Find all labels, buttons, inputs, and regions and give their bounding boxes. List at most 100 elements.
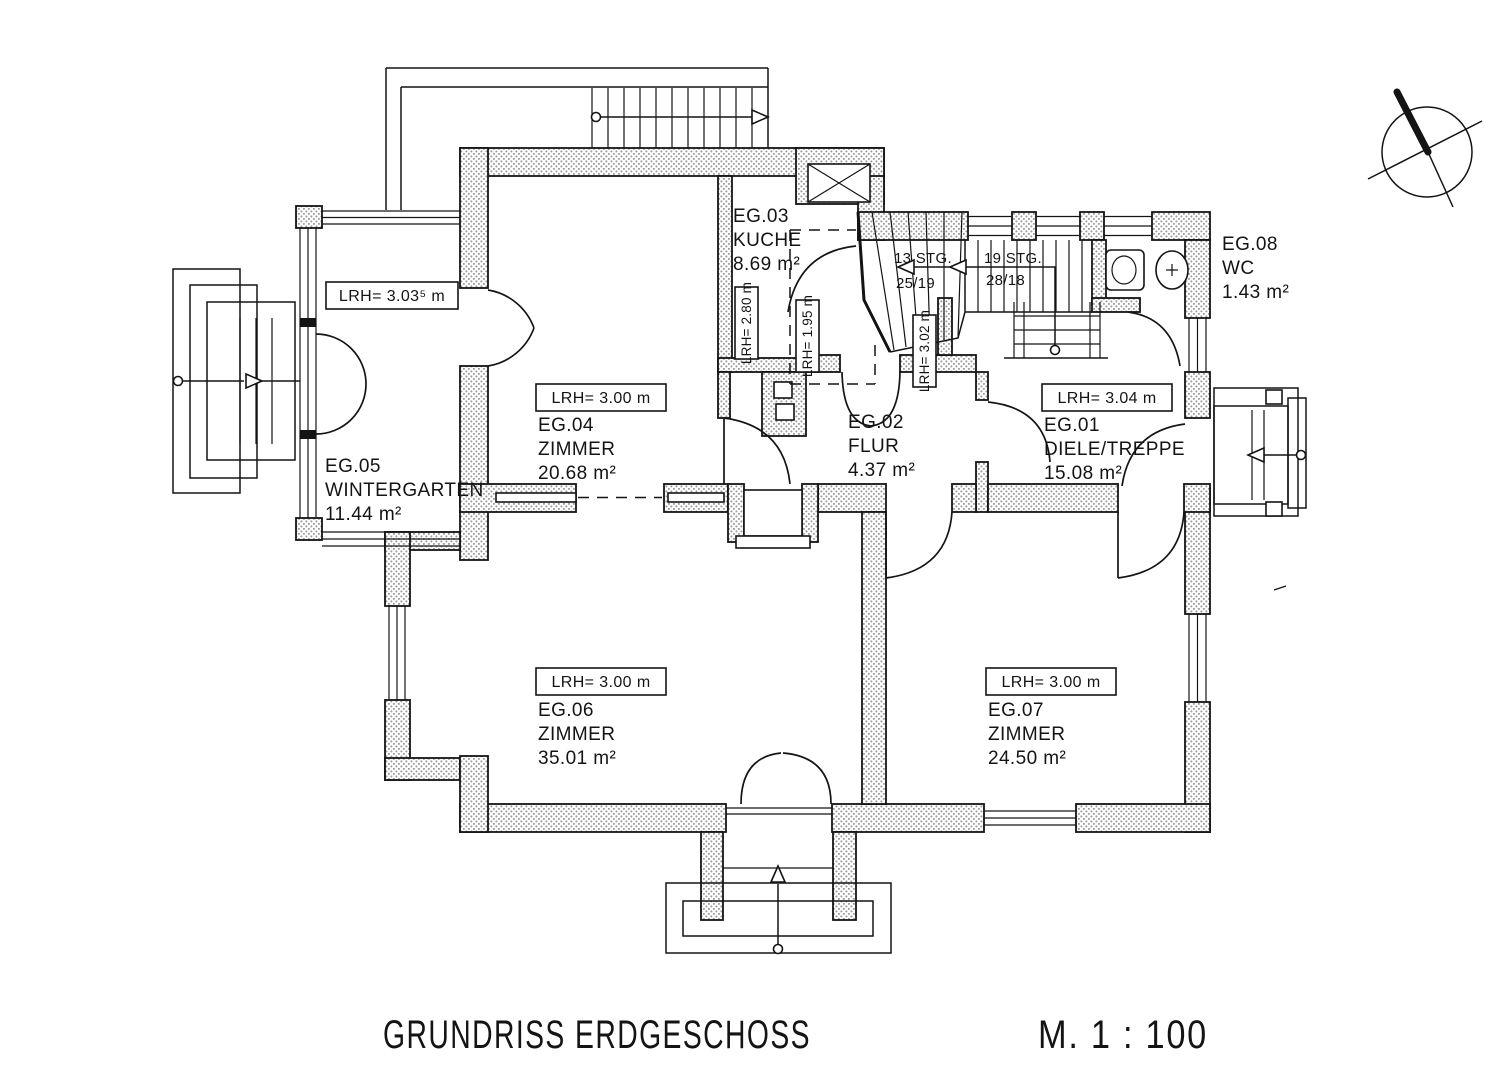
wintergarten-mullion-1 [300, 318, 316, 327]
room-code: EG.06 [538, 700, 594, 721]
stair-bottom-rails [1004, 302, 1108, 359]
duct-shaft-2 [775, 403, 795, 421]
wintergarten-corner-nw [295, 205, 323, 229]
wall-bottom-b [831, 803, 985, 833]
wintergarten-glass-north [322, 210, 460, 225]
door-wintergarten-leaf-2 [315, 383, 367, 435]
height-label-stair: LRH= 1.95 m [800, 295, 815, 377]
door-eg04-flur [723, 417, 791, 485]
dashed-openings [789, 229, 876, 385]
drawing-title: GRUNDRISS ERDGESCHOSS [383, 1013, 811, 1057]
wall-kitchen-left [717, 175, 733, 373]
wintergarten-corner-sw [295, 517, 323, 541]
room-code: EG.04 [538, 415, 594, 436]
door-flur-eg01 [987, 401, 1051, 463]
room-area: 1.43 m² [1222, 282, 1289, 303]
room-code: EG.03 [733, 206, 789, 227]
room-code: EG.05 [325, 456, 381, 477]
wall-mid-d [951, 483, 977, 513]
lrh-box [1041, 383, 1173, 412]
window-bottom-eg07 [984, 810, 1076, 826]
windows [388, 215, 1207, 826]
window-right-1 [1188, 318, 1207, 372]
room-code: EG.07 [988, 700, 1044, 721]
wall-niche [727, 483, 819, 549]
window-top-1 [968, 215, 1012, 237]
wall-bay-jut-bottom [384, 757, 461, 781]
drawing-scale: M. 1 : 100 [1038, 1013, 1208, 1057]
stair-labels: 13 STG. 25/19 19 STG. 28/18 [894, 250, 1042, 292]
room-area: 4.37 m² [848, 460, 915, 481]
wall-bay-left-a [384, 531, 411, 607]
room-lrh: LRH= 3.00 m [551, 390, 650, 407]
room-name: WC [1222, 258, 1254, 279]
doors [315, 245, 1186, 815]
wintergarten-glass-west [299, 228, 317, 518]
wall-top-right-d [1151, 211, 1211, 241]
wintergarten-glass-south [322, 531, 460, 547]
room-label-eg05: LRH= 3.03⁵ m EG.05 WINTERGARTEN 11.44 m² [325, 281, 484, 525]
room-lrh: LRH= 3.00 m [1001, 674, 1100, 691]
room-label-eg02: EG.02 FLUR 4.37 m² [848, 412, 915, 481]
exterior-walls [384, 147, 1211, 833]
lrh-box [535, 383, 667, 412]
wall-eg04-flur [717, 371, 731, 419]
room-area: 11.44 m² [325, 504, 402, 525]
stair13-steps: 13 STG. [894, 250, 952, 267]
outside-stair-direction-arrow [590, 108, 770, 126]
wall-flur-right-a [975, 371, 989, 401]
porch-east [1213, 387, 1307, 517]
room-area: 35.01 m² [538, 748, 616, 769]
room-code: EG.02 [848, 412, 904, 433]
door-eg04-west-leaf-2 [487, 327, 535, 367]
room-code: EG.01 [1044, 415, 1100, 436]
room-name: ZIMMER [538, 724, 615, 745]
door-wintergarten-leaf-1 [315, 333, 367, 385]
stair19-rise-run: 28/18 [986, 272, 1025, 289]
lrh-box [985, 667, 1117, 696]
wc-fixtures [1105, 249, 1189, 291]
wall-stair-side [937, 297, 953, 356]
room-label-eg08: EG.08 WC 1.43 m² [1222, 234, 1289, 303]
stair13-rise-run: 25/19 [896, 275, 935, 292]
window-wc [1104, 215, 1152, 237]
stair-direction-arrow [896, 258, 1061, 356]
room-name: WINTERGARTEN [325, 480, 484, 501]
room-area: 20.68 m² [538, 463, 616, 484]
wall-wc-bottom [1091, 297, 1141, 313]
sliding-door-pocket-right [667, 492, 725, 503]
room-code: EG.08 [1222, 234, 1278, 255]
porch-south [665, 831, 892, 955]
room-name: ZIMMER [538, 439, 615, 460]
wintergarten-structure [295, 205, 460, 547]
door-entrance-east [1121, 423, 1186, 487]
room-label-eg07: LRH= 3.00 m EG.07 ZIMMER 24.50 m² [985, 667, 1117, 769]
door-flur-eg07 [885, 511, 953, 579]
wall-bottom-c [1075, 803, 1211, 833]
wall-kitchen-bottom [717, 357, 809, 373]
terrace-outside-stair [385, 67, 770, 210]
wall-partition-eg06-eg07 [861, 511, 887, 805]
wall-wc-left [1091, 239, 1107, 306]
porch-south-arrow [769, 864, 787, 955]
room-name: ZIMMER [988, 724, 1065, 745]
window-right-2 [1188, 614, 1207, 702]
height-labels: LRH= 2.80 m LRH= 1.95 m LRH= 3.02 m [734, 282, 937, 392]
lrh-box [325, 281, 459, 310]
porch-east-arrow [1246, 446, 1307, 464]
room-area: 15.08 m² [1044, 463, 1122, 484]
lrh-box [535, 667, 667, 696]
wall-flur-right-b [975, 461, 989, 513]
room-label-eg06: LRH= 3.00 m EG.06 ZIMMER 35.01 m² [535, 667, 667, 769]
sliding-door-pocket-left [495, 492, 577, 503]
door-french-south [726, 752, 832, 815]
room-area: 24.50 m² [988, 748, 1066, 769]
room-label-eg04: LRH= 3.00 m EG.04 ZIMMER 20.68 m² [535, 383, 667, 484]
door-wc [1127, 311, 1181, 367]
wall-top-right-b [1011, 211, 1037, 241]
room-area: 8.69 m² [733, 254, 800, 275]
wall-corner-sw [459, 755, 489, 833]
drawing-mark [1273, 585, 1287, 591]
